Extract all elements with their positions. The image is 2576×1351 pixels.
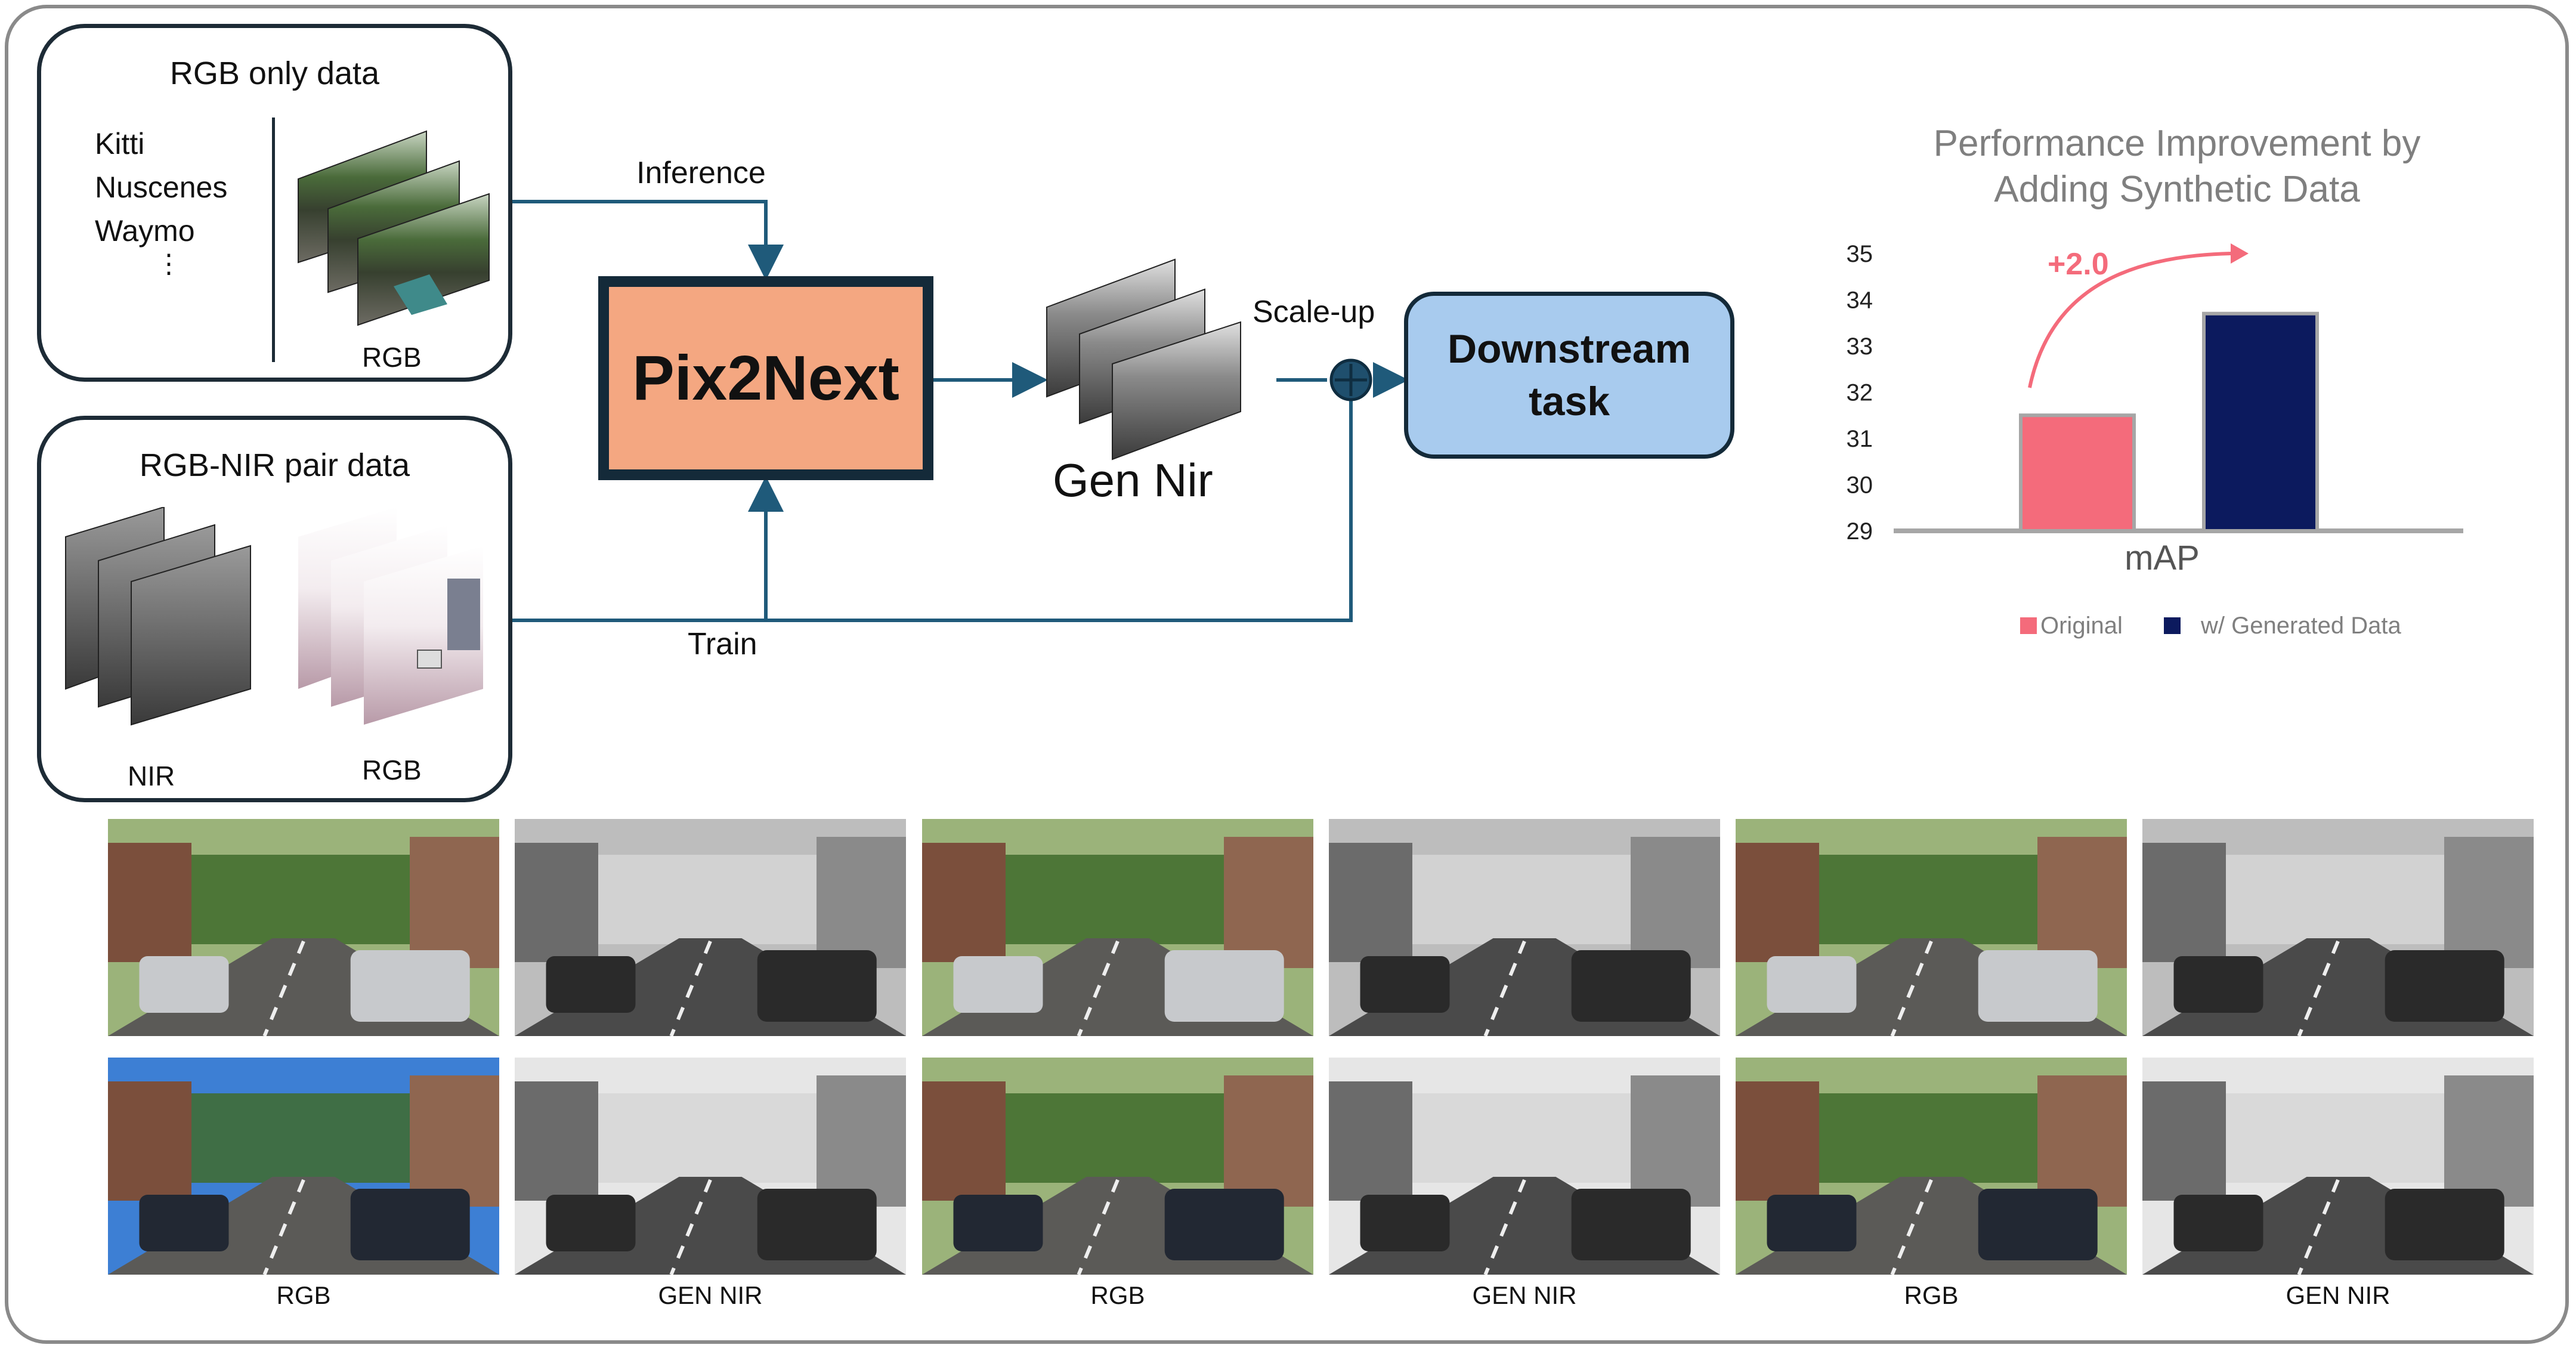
y-tick-label: 29	[1847, 518, 1873, 545]
downstream-task-box: Downstream task	[1404, 292, 1734, 459]
legend-swatch	[2020, 617, 2037, 634]
chart-title-line-2: Adding Synthetic Data	[1994, 169, 2360, 210]
dataset-waymo: Waymo	[95, 214, 195, 248]
example-caption: RGB	[1090, 1281, 1145, 1309]
gen-stack-frame-3	[1112, 321, 1241, 460]
inference-arrow	[512, 200, 784, 280]
example-caption: RGB	[1904, 1281, 1959, 1309]
improvement-arrowhead	[2231, 243, 2249, 264]
rgb-image-stack	[298, 130, 490, 326]
example-caption: RGB	[276, 1281, 331, 1309]
rgb-pair-image-stack	[298, 507, 483, 725]
dataset-nuscenes: Nuscenes	[95, 171, 228, 204]
y-tick-label: 33	[1847, 333, 1873, 360]
nir-stack-label: NIR	[128, 760, 175, 792]
example-caption: GEN NIR	[1472, 1281, 1577, 1309]
nir-stack-frame-3	[131, 545, 251, 726]
improvement-arrow	[2028, 252, 2231, 388]
rgb-example-image	[922, 1058, 1313, 1275]
chart-title-line-1: Performance Improvement by	[1933, 123, 2421, 164]
rgb-nir-pair-title: RGB-NIR pair data	[139, 447, 410, 483]
rgb-stack-label: RGB	[362, 342, 422, 373]
example-caption: GEN NIR	[2286, 1281, 2391, 1309]
rgb-example-image	[922, 819, 1313, 1036]
gen-nir-example-image	[2142, 1058, 2534, 1275]
rgb-only-title: RGB only data	[169, 55, 380, 91]
divider-line	[272, 118, 275, 362]
rgb-only-panel: RGB only data Kitti Nuscenes Waymo ⋮ RGB	[37, 24, 512, 382]
train-to-sum-line	[766, 400, 1353, 622]
pix2next-model-box: Pix2Next	[598, 276, 933, 480]
rgb-example-image	[1736, 819, 2127, 1036]
downstream-line-2: task	[1528, 379, 1610, 424]
legend-swatch	[2164, 617, 2181, 634]
downstream-line-1: Downstream	[1447, 326, 1691, 372]
y-tick-label: 35	[1847, 241, 1873, 267]
performance-chart: 29 30 31 32 33 34 35 +2.0 mAP Original w/ Generate…	[1847, 241, 2463, 639]
nir-image-stack	[65, 507, 251, 726]
train-label: Train	[688, 627, 757, 661]
legend-label: w/ Generated Data	[2200, 613, 2401, 639]
bar-original	[2019, 413, 2136, 533]
dataset-kitti: Kitti	[95, 127, 145, 160]
rgb-example-image	[108, 1058, 499, 1275]
y-tick-label: 34	[1847, 287, 1873, 314]
gen-nir-example-image	[515, 819, 906, 1036]
gen-nir-example-image	[1329, 1058, 1720, 1275]
legend-label: Original	[2040, 613, 2123, 639]
x-axis-label: mAP	[2124, 539, 2200, 577]
scaleup-label: Scale-up	[1253, 295, 1375, 329]
improvement-annotation: +2.0	[2048, 247, 2109, 282]
example-caption: GEN NIR	[658, 1281, 763, 1309]
y-tick-label: 32	[1847, 380, 1873, 406]
rgb-example-image	[108, 819, 499, 1036]
rgb-stack-frame-3	[357, 193, 490, 326]
rgb-pair-stack-label: RGB	[362, 755, 422, 786]
y-tick-label: 30	[1847, 472, 1873, 499]
sum-node	[1329, 358, 1372, 401]
gen-nir-image-stack	[1046, 258, 1241, 460]
rgb-example-image	[1736, 1058, 2127, 1275]
gen-nir-example-image	[1329, 819, 1720, 1036]
y-tick-label: 31	[1847, 426, 1873, 452]
gen-nir-example-image	[2142, 819, 2534, 1036]
inference-label: Inference	[636, 156, 766, 190]
bar-generated	[2202, 311, 2319, 533]
dataset-ellipsis: ⋮	[156, 249, 182, 279]
train-arrow	[512, 476, 784, 622]
gen-nir-label: Gen Nir	[1053, 454, 1213, 506]
model-name: Pix2Next	[632, 342, 899, 413]
gen-nir-example-image	[515, 1058, 906, 1275]
